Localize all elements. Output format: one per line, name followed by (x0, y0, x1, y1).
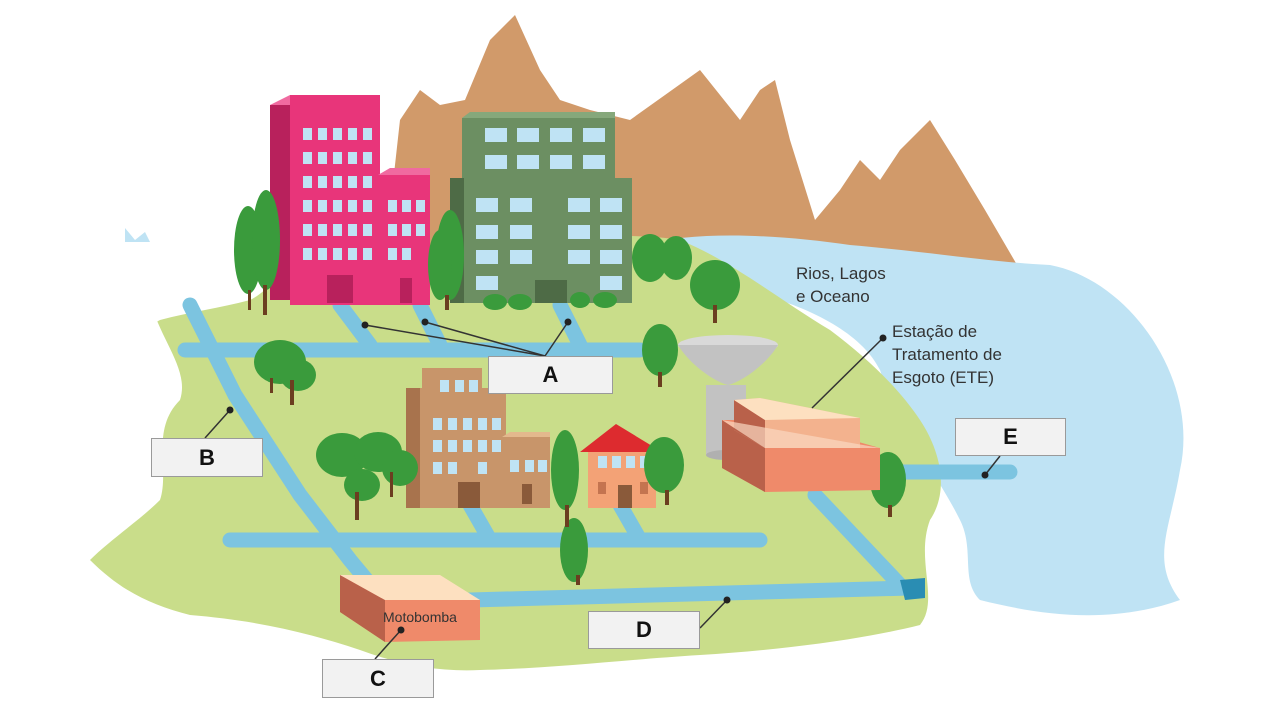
pipe-branch-6 (612, 497, 648, 548)
water-label-line2: e Oceano (796, 287, 870, 306)
label-b-text: B (199, 444, 215, 470)
pipe-outlet-cap (900, 578, 925, 600)
trees (234, 190, 906, 585)
green-building (450, 112, 632, 303)
ete-plant (678, 335, 880, 492)
water-label-line1: Rios, Lagos (796, 264, 886, 283)
small-wave (125, 228, 150, 242)
label-c-text: C (370, 665, 386, 691)
leader-dots (226, 318, 989, 634)
pipe-branch-4 (552, 297, 588, 353)
label-box-a[interactable]: A (488, 356, 613, 394)
label-box-d[interactable]: D (588, 611, 700, 649)
pink-building (270, 95, 430, 305)
motobomba-label: Motobomba (383, 609, 457, 625)
pipe-branch-1 (182, 297, 383, 598)
pipe-ete-to-d (807, 487, 908, 593)
ete-label-line2: Tratamento de (892, 345, 1002, 364)
label-a-text: A (542, 362, 559, 387)
label-d-text: D (636, 617, 652, 642)
label-e-text: E (1003, 424, 1018, 449)
label-box-b[interactable]: B (151, 438, 263, 477)
ete-label-line3: Esgoto (ETE) (892, 368, 994, 387)
label-box-e[interactable]: E (955, 418, 1066, 456)
pipe-bottom-d (462, 580, 918, 608)
left-cloud (90, 235, 281, 360)
tan-apartment (406, 368, 550, 508)
pipe-branch-2 (332, 297, 378, 353)
label-box-c[interactable]: C (322, 659, 434, 698)
pipe-branch-5 (462, 497, 498, 548)
ete-label-line1: Estação de (892, 322, 977, 341)
leader-lines (204, 321, 1001, 660)
pipe-branch-3 (412, 297, 448, 353)
motobomba-block (340, 575, 480, 642)
